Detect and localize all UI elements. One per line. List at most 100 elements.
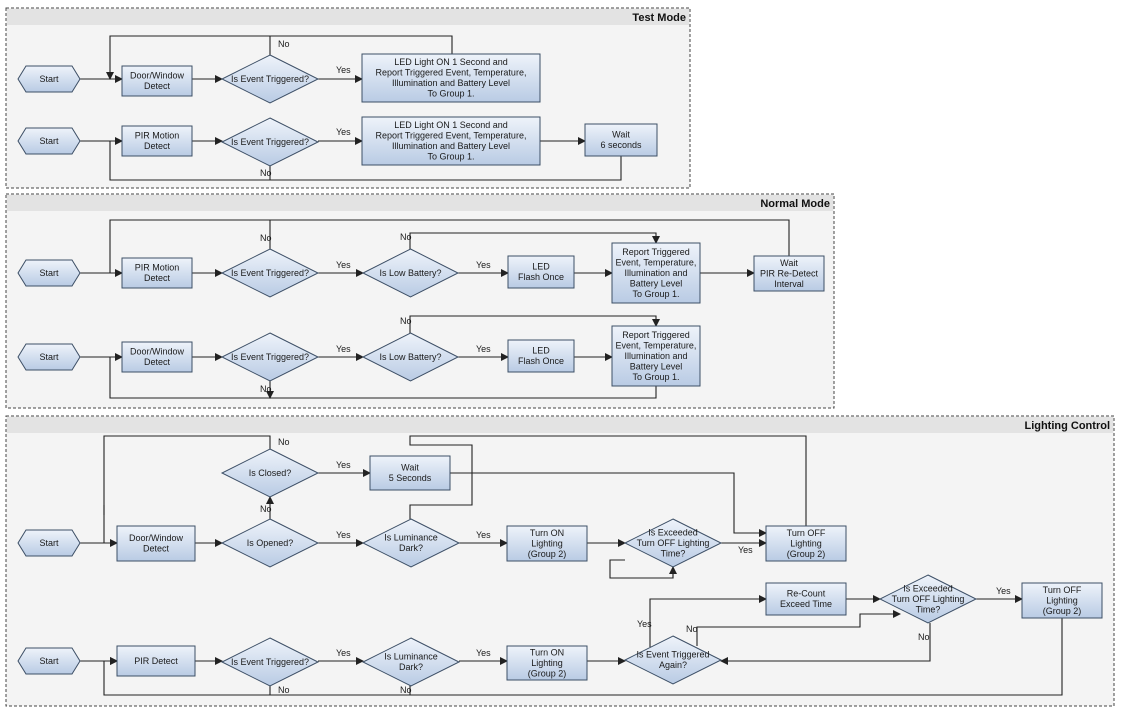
node-label: Door/Window xyxy=(130,71,185,81)
node-label: Time? xyxy=(916,604,941,614)
edge-e-n2-no: No xyxy=(109,357,657,399)
node-label: Again? xyxy=(659,660,687,670)
node-label: Detect xyxy=(144,357,171,367)
edge-e-t2-yes: Yes xyxy=(318,127,363,145)
edge-label: No xyxy=(400,685,412,695)
rect-shape xyxy=(506,645,588,681)
edge-label: Yes xyxy=(336,648,351,658)
node-label: Turn OFF Lighting xyxy=(892,594,965,604)
edge-label: Yes xyxy=(336,127,351,137)
node-label: To Group 1. xyxy=(632,289,679,299)
edge-label: No xyxy=(278,685,290,695)
node-l2-event: Is Event Triggered? xyxy=(220,637,320,687)
hexagon-shape xyxy=(17,529,81,557)
node-n1-start: Start xyxy=(17,259,81,287)
edge-e-l2-no-lum: No xyxy=(400,685,412,695)
node-label: Illumination and xyxy=(624,268,687,278)
group-title: Lighting Control xyxy=(1024,420,1110,432)
diamond-shape xyxy=(361,518,461,568)
rect-shape xyxy=(765,582,847,616)
node-label: Report Triggered Event, Temperature, xyxy=(376,68,527,78)
edge-e-l2-no-exceed: No xyxy=(720,623,931,665)
edge-label: No xyxy=(260,384,272,394)
node-label: Re-Count xyxy=(787,589,826,599)
node-n1-battery: Is Low Battery? xyxy=(361,248,460,298)
rect-shape xyxy=(506,525,588,562)
node-label: Start xyxy=(39,74,59,84)
node-label: (Group 2) xyxy=(528,549,567,559)
node-t2-event: Is Event Triggered? xyxy=(220,117,320,167)
edge-e-l2-yes1: Yes xyxy=(318,648,364,665)
node-label: Door/Window xyxy=(130,347,185,357)
node-label: Is Event Triggered? xyxy=(231,137,309,147)
edge-e-l2-yes2: Yes xyxy=(459,648,508,665)
edge-label: Yes xyxy=(336,65,351,75)
group-test-mode: Test Mode xyxy=(5,7,691,189)
edge-label: No xyxy=(400,232,412,242)
node-label: Battery Level xyxy=(630,278,683,288)
node-label: Is Event Triggered? xyxy=(231,352,309,362)
diamond-shape xyxy=(220,448,320,498)
rect-shape xyxy=(611,242,701,304)
hexagon-shape xyxy=(17,127,81,155)
node-n2-event: Is Event Triggered? xyxy=(220,332,320,382)
edge-e-l1-wait-off xyxy=(450,472,767,537)
node-label: Is Opened? xyxy=(247,538,294,548)
node-label: LED Light ON 1 Second and xyxy=(394,57,508,67)
node-label: (Group 2) xyxy=(1043,606,1082,616)
node-label: Turn OFF Lighting xyxy=(637,538,710,548)
edge-label: Yes xyxy=(336,460,351,470)
edge-e-n2-yes2: Yes xyxy=(458,344,509,361)
diamond-shape xyxy=(623,635,723,685)
diamond-shape xyxy=(623,518,723,568)
edge-e-n2-yes1: Yes xyxy=(318,344,364,361)
edge-label: No xyxy=(686,624,698,634)
node-label: PIR Motion xyxy=(135,263,180,273)
node-label: Turn ON xyxy=(530,528,564,538)
node-l1-closed: Is Closed? xyxy=(220,448,320,498)
rect-shape xyxy=(121,65,193,97)
edge-e-l2-no-event: No xyxy=(269,685,290,695)
edge-label: Yes xyxy=(476,530,491,540)
node-label: Start xyxy=(39,656,59,666)
node-label: Battery Level xyxy=(630,361,683,371)
edge-e-l2-no-again: No xyxy=(686,610,901,646)
node-label: LED xyxy=(532,262,550,272)
node-label: Detect xyxy=(144,273,171,283)
node-label: Exceed Time xyxy=(780,599,832,609)
node-label: Illumination and Battery Level xyxy=(392,78,510,88)
rect-shape xyxy=(361,53,541,103)
rect-shape xyxy=(611,325,701,387)
rect-shape xyxy=(121,341,193,373)
edge-label: No xyxy=(278,437,290,447)
edge-label: Yes xyxy=(476,344,491,354)
node-label: (Group 2) xyxy=(787,549,826,559)
node-label: Lighting xyxy=(531,538,563,548)
node-label: Is Event Triggered xyxy=(636,650,709,660)
node-label: Wait xyxy=(401,463,419,473)
edge-e-l2-yes-exceed: Yes xyxy=(976,586,1023,603)
node-label: Flash Once xyxy=(518,272,564,282)
node-label: Illumination and xyxy=(624,351,687,361)
diamond-shape xyxy=(220,248,320,298)
edge-label: Yes xyxy=(637,619,652,629)
edge-label: Yes xyxy=(336,344,351,354)
node-label: Event, Temperature, xyxy=(616,257,697,267)
node-label: PIR Motion xyxy=(135,131,180,141)
edge-e-l1-no-opened: No xyxy=(260,496,274,519)
diamond-shape xyxy=(220,117,320,167)
